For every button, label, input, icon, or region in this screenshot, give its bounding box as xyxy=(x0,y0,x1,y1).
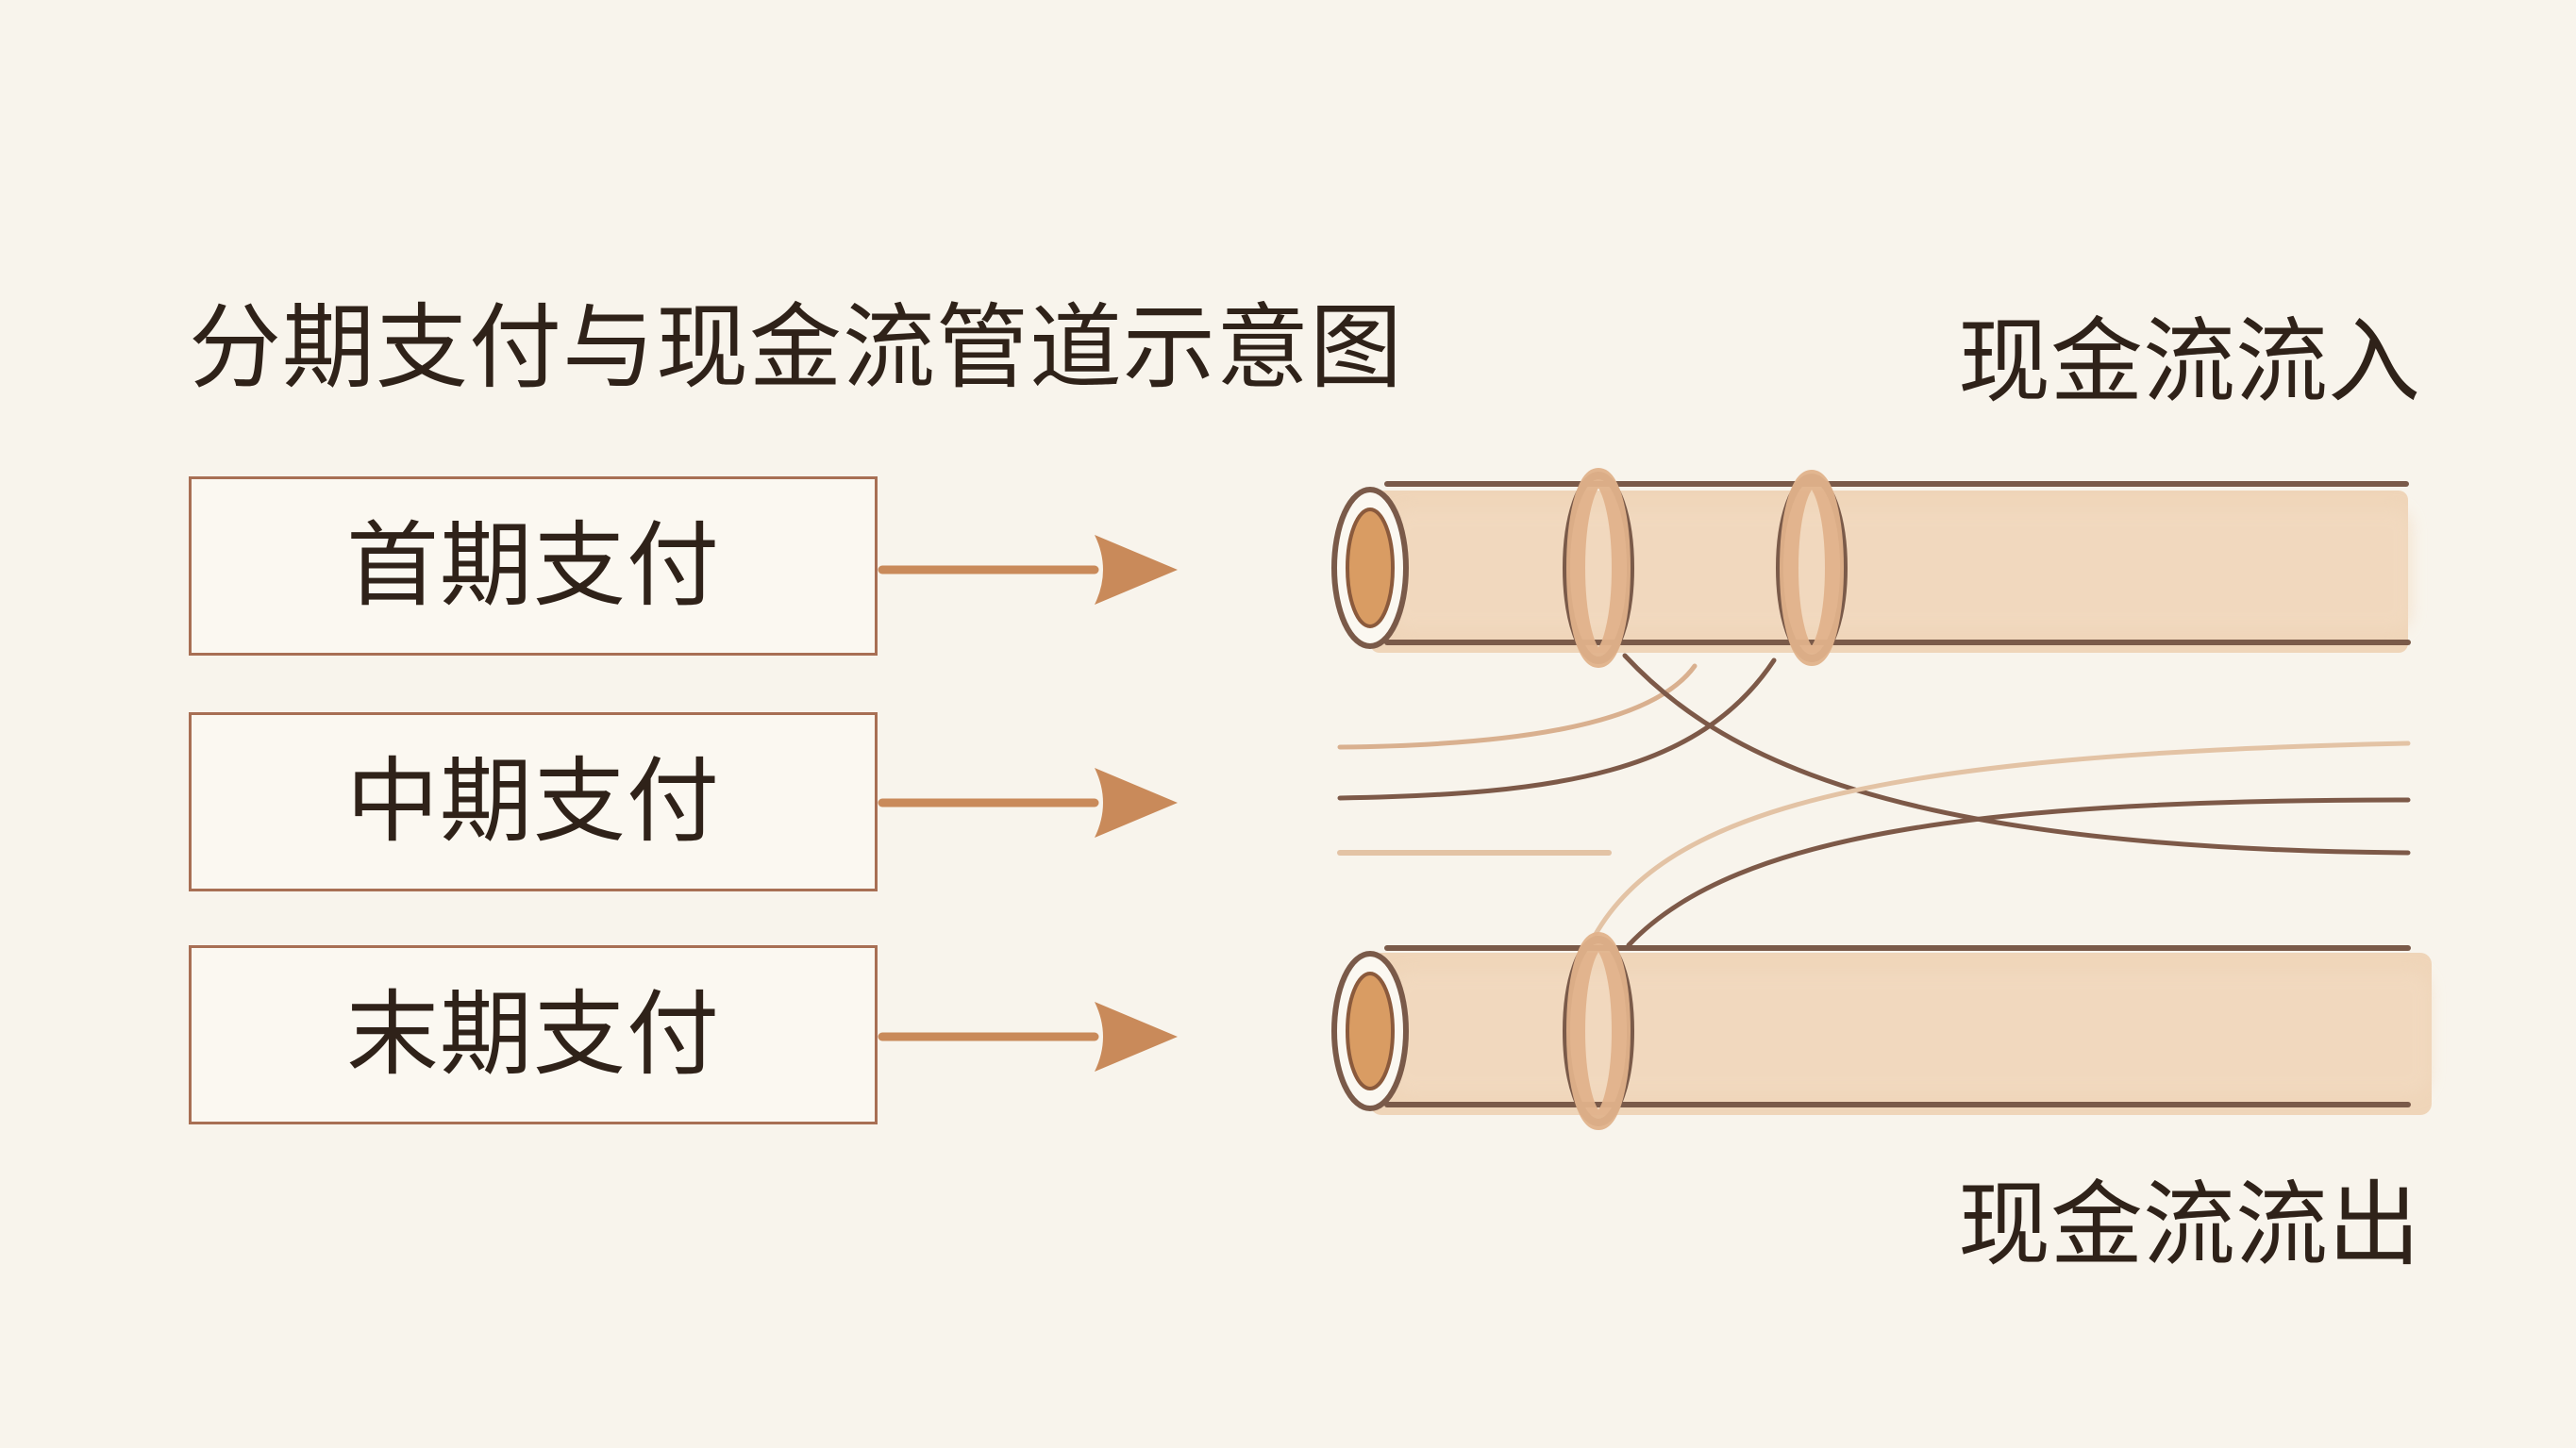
payment-label-middle: 中期支付 xyxy=(345,748,720,856)
arrow-icon xyxy=(878,535,1178,605)
payment-box-middle: 中期支付 xyxy=(189,712,878,891)
cash-outflow-label: 现金流流出 xyxy=(1958,1172,2421,1279)
payment-arrows xyxy=(878,535,1178,1072)
payment-label-first: 首期支付 xyxy=(345,512,720,620)
flow-strands xyxy=(1337,653,2411,948)
cash-inflow-label: 现金流流入 xyxy=(1958,308,2421,416)
payment-box-final: 末期支付 xyxy=(189,945,878,1124)
arrow-icon xyxy=(878,768,1178,838)
payment-label-final: 末期支付 xyxy=(345,981,720,1089)
diagram-title: 分期支付与现金流管道示意图 xyxy=(189,294,1404,402)
outflow-pipe xyxy=(1331,932,2432,1130)
inflow-pipe xyxy=(1331,468,2411,668)
arrow-icon xyxy=(878,1002,1178,1072)
payment-box-first: 首期支付 xyxy=(189,476,878,656)
